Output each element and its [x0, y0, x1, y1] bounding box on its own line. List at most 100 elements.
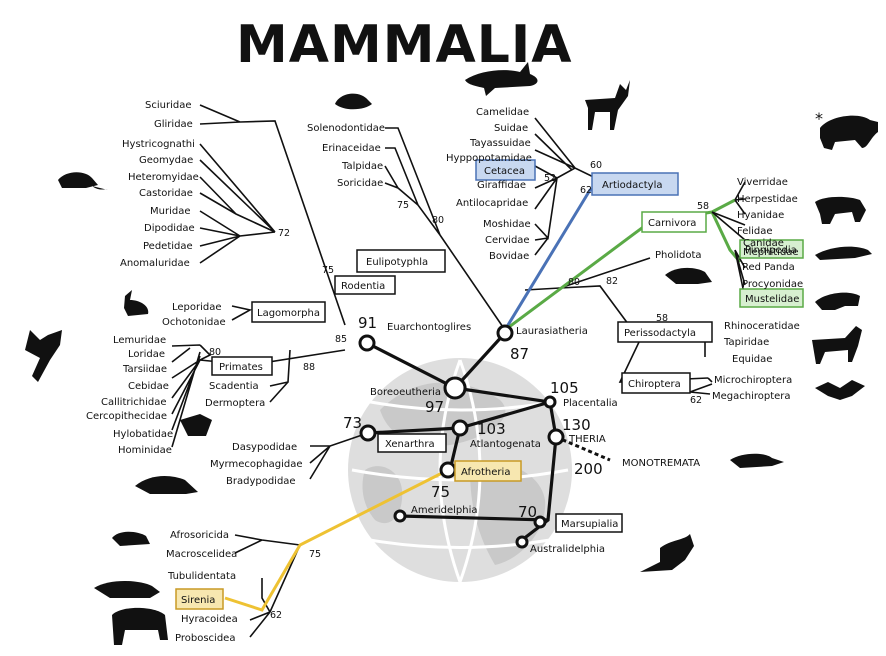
label-pedetidae: Pedetidae	[143, 241, 193, 252]
label-anomaluridae: Anomaluridae	[120, 258, 190, 269]
anteater-icon	[135, 476, 198, 494]
label-ochotonidae: Ochotonidae	[162, 317, 226, 328]
label-boreoeutheria: Boreoeutheria	[370, 387, 441, 398]
horse-icon	[812, 326, 862, 364]
box-artiodactyla: Artiodactyla	[602, 180, 663, 191]
box-perissodactyla: Perissodactyla	[624, 328, 696, 339]
node-australidelphia	[515, 535, 529, 549]
label-hyracoidea: Hyracoidea	[181, 614, 238, 625]
cougar-icon	[815, 196, 866, 224]
label-camelidae: Camelidae	[476, 107, 529, 118]
label-dipodidae: Dipodidae	[144, 223, 195, 234]
taxon-labels: Sciuridae Gliridae Hystricognathi Geomyd…	[86, 100, 803, 644]
footnote-asterisk: *	[815, 109, 823, 128]
label-bradypodidae: Bradypodidae	[226, 476, 296, 487]
support-car58: 58	[697, 201, 709, 212]
support-rod72: 72	[278, 228, 290, 239]
node-placentalia	[543, 395, 557, 409]
box-xenarthra: Xenarthra	[385, 439, 435, 450]
node-boreoeutheria	[443, 376, 467, 400]
label-mephitidae-visible: Mephitidae	[743, 247, 799, 258]
page-title: MAMMALIA	[236, 15, 572, 75]
node-euarchontoglires	[358, 334, 376, 352]
label-equidae: Equidae	[732, 354, 772, 365]
node-afrotheria	[439, 461, 457, 479]
label-soricidae: Soricidae	[337, 178, 383, 189]
node-ages: 91 87 97 105 103 73 130 75 200 70	[343, 314, 603, 521]
node-marsupialia	[533, 515, 547, 529]
label-hystricognathi: Hystricognathi	[122, 139, 195, 150]
support-values: 72 75 80 75 60 52 62 58 80 82 58 62 80 8…	[209, 160, 709, 621]
age-atlantogenata: 103	[477, 420, 506, 438]
label-herpestidae: Herpestidae	[737, 194, 798, 205]
label-afrosoricida: Afrosoricida	[170, 530, 229, 541]
box-carnivora: Carnivora	[648, 218, 696, 229]
box-lagomorpha: Lagomorpha	[257, 308, 320, 319]
box-chiroptera: Chiroptera	[628, 379, 681, 390]
box-sirenia: Sirenia	[181, 595, 215, 606]
clade-boxes: Cetacea Artiodactyla Carnivora Pinnipedi…	[175, 159, 804, 610]
kangaroo-icon	[640, 534, 694, 572]
support-rod75: 75	[322, 265, 334, 276]
label-dasypodidae: Dasypodidae	[232, 442, 297, 453]
age-marsupialia: 70	[518, 503, 537, 521]
support-per58: 58	[656, 313, 668, 324]
label-megachiroptera: Megachiroptera	[712, 391, 791, 402]
node-theria	[547, 428, 565, 446]
label-canidae-visible: Canidae	[743, 238, 784, 249]
gibbon-icon	[25, 330, 62, 382]
node-xenarthra	[359, 424, 377, 442]
manatee-icon	[94, 581, 160, 598]
pangolin-icon	[665, 267, 712, 284]
age-xenarthra: 73	[343, 414, 362, 432]
age-placentalia: 105	[550, 379, 579, 397]
box-primates: Primates	[219, 362, 263, 373]
label-gliridae: Gliridae	[154, 119, 193, 130]
box-rodentia: Rodentia	[341, 281, 385, 292]
label-erinaceidae: Erinaceidae	[322, 143, 381, 154]
label-hominidae: Hominidae	[118, 445, 172, 456]
box-eulipotyphla: Eulipotyphla	[366, 257, 428, 268]
label-giraffidae: Giraffidae	[477, 180, 526, 191]
label-microchiroptera: Microchiroptera	[714, 375, 792, 386]
box-marsupialia: Marsupialia	[561, 519, 618, 530]
label-theria: THERIA	[568, 434, 606, 445]
label-rhinoceratidae: Rhinoceratidae	[724, 321, 800, 332]
support-eul80: 80	[432, 215, 444, 226]
age-monotremata: 200	[574, 460, 603, 478]
label-sciuridae: Sciuridae	[145, 100, 191, 111]
label-proboscidea: Proboscidea	[175, 633, 235, 644]
label-procyonidae: Procyonidae	[742, 279, 803, 290]
seal-icon	[815, 246, 872, 260]
support-eul75: 75	[397, 200, 409, 211]
platypus-icon	[730, 453, 784, 468]
label-felidae: Felidae	[737, 226, 773, 237]
label-solenodontidae: Solenodontidae	[307, 123, 385, 134]
label-monotremata: MONOTREMATA	[622, 458, 700, 469]
label-muridae: Muridae	[150, 206, 190, 217]
label-macroscelidea: Macroscelidea	[166, 549, 237, 560]
support-afr75: 75	[309, 549, 321, 560]
deer-icon	[585, 80, 630, 130]
afrotheria-branches	[224, 468, 449, 612]
label-geomydae: Geomydae	[139, 155, 193, 166]
support-pri85: 85	[335, 334, 347, 345]
label-hylobatidae: Hylobatidae	[113, 429, 173, 440]
node-laurasiatheria	[496, 324, 514, 342]
label-ameridelphia: Ameridelphia	[411, 505, 478, 516]
label-scadentia: Scadentia	[209, 381, 259, 392]
support-art60: 60	[590, 160, 602, 171]
label-moshidae: Moshidae	[483, 219, 531, 230]
animal-silhouettes	[25, 62, 878, 645]
label-tarsiidae: Tarsiidae	[122, 364, 167, 375]
age-laurasiatheria: 87	[510, 345, 529, 363]
label-cervidae: Cervidae	[485, 235, 530, 246]
label-placentalia: Placentalia	[563, 398, 618, 409]
support-pri80: 80	[209, 347, 221, 358]
support-art52: 52	[544, 173, 556, 184]
label-callitrichidae: Callitrichidae	[101, 397, 167, 408]
age-theria: 130	[562, 416, 591, 434]
node-atlantogenata	[451, 419, 469, 437]
label-lemuridae: Lemuridae	[113, 335, 166, 346]
